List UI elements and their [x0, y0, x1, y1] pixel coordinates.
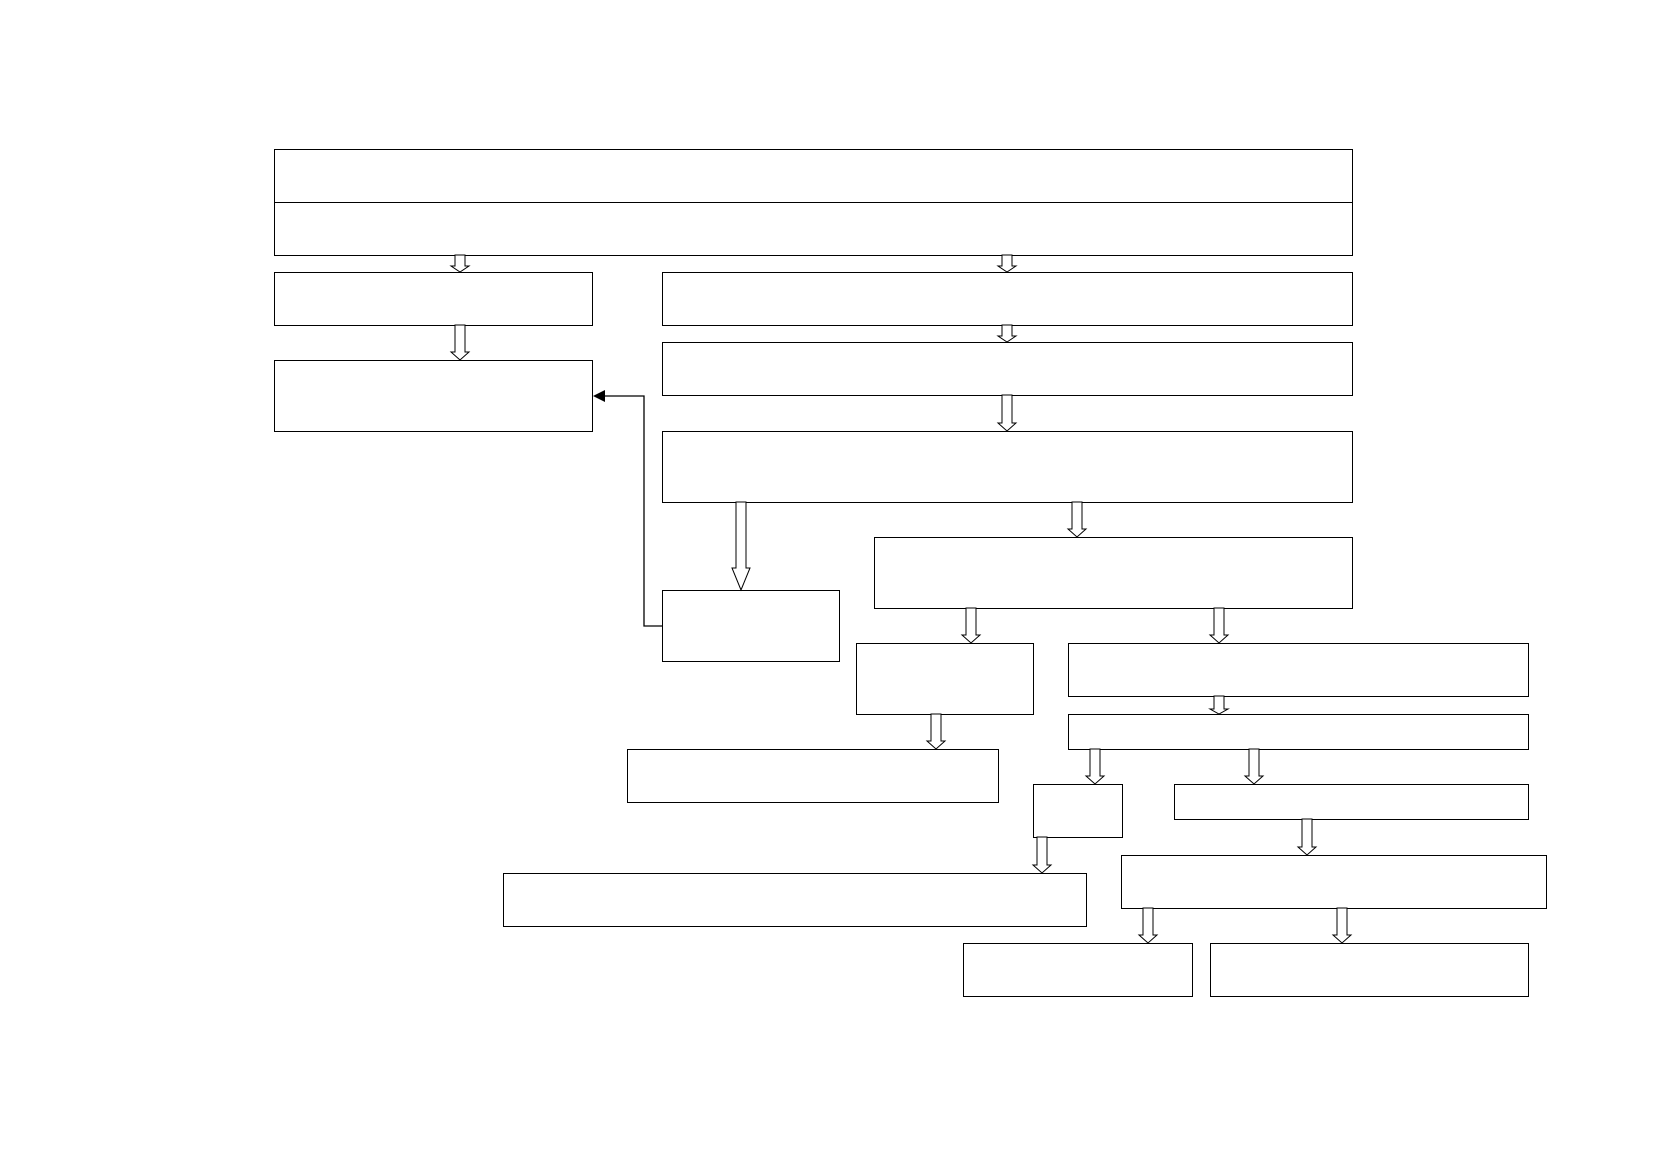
node-box: [662, 431, 1353, 503]
node-branch-left: [856, 643, 1034, 715]
node-left-step-1: [274, 272, 593, 326]
node-box: [274, 360, 593, 432]
node-box: [503, 873, 1087, 927]
node-box: [874, 537, 1353, 609]
hollow-arrow-header-row-2-to-left-step-1: [449, 254, 471, 273]
hollow-arrow-main-step-1-to-main-step-2: [996, 324, 1018, 343]
node-box: [662, 590, 840, 662]
node-branch-left-result: [627, 749, 999, 803]
node-box: [274, 149, 1353, 203]
node-box: [1174, 784, 1529, 820]
node-right-node: [1174, 784, 1529, 820]
hollow-arrow-main-step-2-to-main-step-3: [996, 394, 1018, 432]
node-box: [1033, 784, 1123, 838]
hollow-arrow-final-step-to-final-right: [1331, 907, 1353, 944]
node-box: [662, 342, 1353, 396]
hollow-arrow-branch-right-2-to-small-node: [1084, 748, 1106, 785]
node-long-result: [503, 873, 1087, 927]
node-final-right: [1210, 943, 1529, 997]
node-box: [856, 643, 1034, 715]
node-box: [963, 943, 1193, 997]
node-side-branch: [662, 590, 840, 662]
line-arrow-side-branch-to-left-step-2: [593, 390, 662, 627]
node-box: [627, 749, 999, 803]
hollow-arrow-left-step-1-to-left-step-2: [449, 324, 471, 361]
node-branch-right-1: [1068, 643, 1529, 697]
hollow-arrow-main-step-3-to-branch-step-1: [1066, 501, 1088, 538]
hollow-arrow-branch-step-1-to-branch-left: [960, 607, 982, 644]
node-main-step-2: [662, 342, 1353, 396]
hollow-arrow-branch-right-2-to-right-node: [1243, 748, 1265, 785]
node-left-step-2: [274, 360, 593, 432]
node-box: [1121, 855, 1547, 909]
node-branch-right-2: [1068, 714, 1529, 750]
node-header-row-2: [274, 202, 1353, 256]
hollow-arrow-branch-left-to-branch-left-result: [925, 713, 947, 750]
hollow-arrow-branch-right-1-to-branch-right-2: [1208, 695, 1230, 715]
node-final-step: [1121, 855, 1547, 909]
hollow-arrow-final-step-to-final-left: [1137, 907, 1159, 944]
node-box: [1068, 643, 1529, 697]
edges: [449, 254, 1353, 944]
node-branch-step-1: [874, 537, 1353, 609]
hollow-arrow-main-step-3-to-side-branch: [731, 501, 751, 592]
node-header-row-1: [274, 149, 1353, 203]
hollow-arrow-branch-step-1-to-branch-right-1: [1208, 607, 1230, 644]
hollow-arrow-small-node-to-long-result: [1031, 836, 1053, 874]
node-small-node: [1033, 784, 1123, 838]
node-box: [1210, 943, 1529, 997]
node-main-step-1: [662, 272, 1353, 326]
node-box: [662, 272, 1353, 326]
hollow-arrow-right-node-to-final-step: [1296, 818, 1318, 856]
hollow-arrow-header-row-2-to-main-step-1: [996, 254, 1018, 273]
node-box: [274, 202, 1353, 256]
node-main-step-3: [662, 431, 1353, 503]
nodes: [274, 149, 1547, 997]
node-final-left: [963, 943, 1193, 997]
node-box: [274, 272, 593, 326]
node-box: [1068, 714, 1529, 750]
